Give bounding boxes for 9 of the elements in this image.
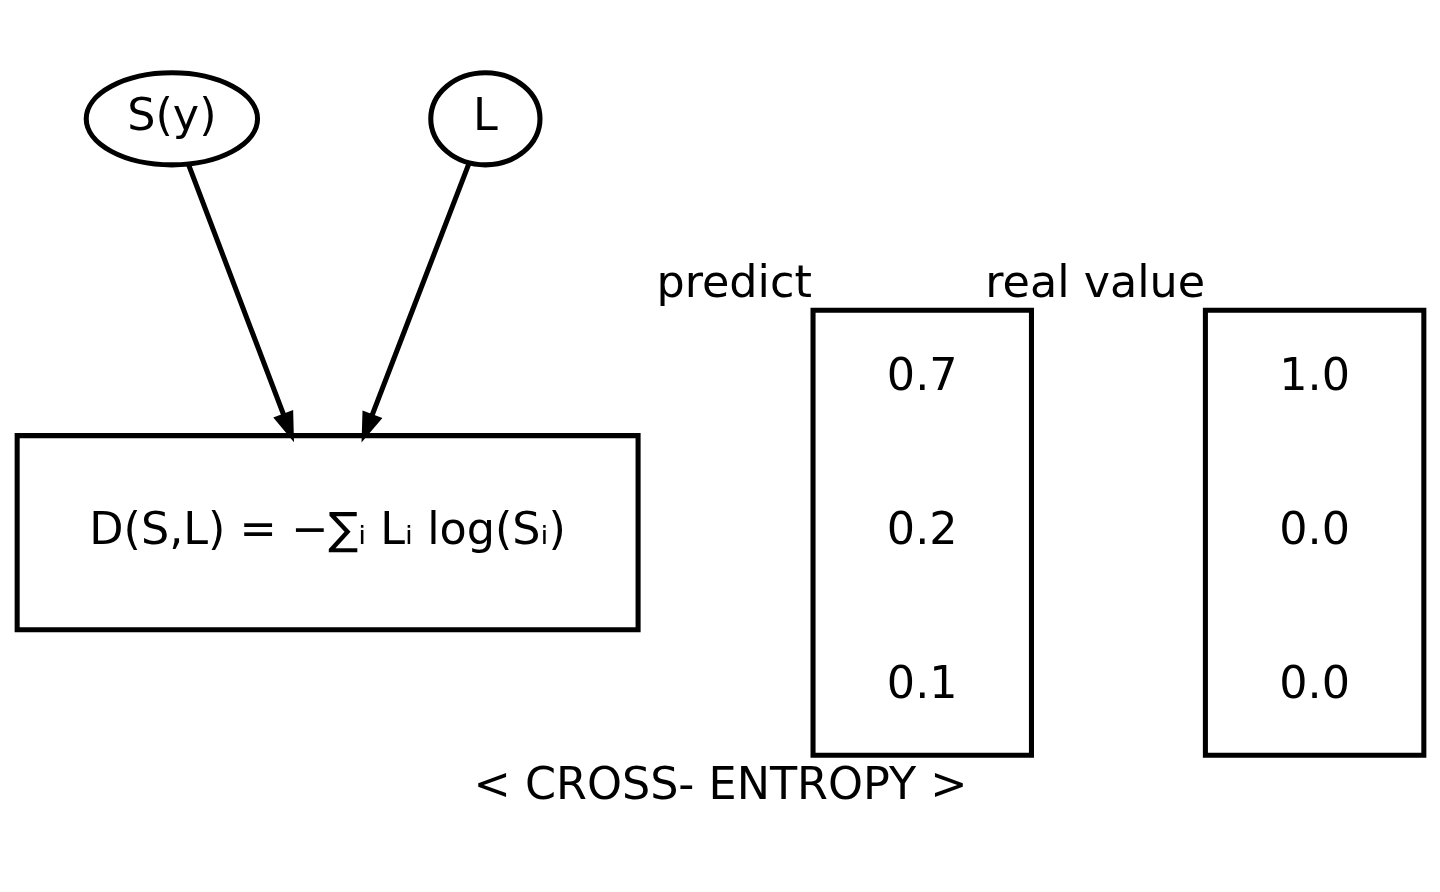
node-box: 1.0 0.0 0.0 (1202, 307, 1426, 758)
node-ellipse: S(y) (83, 69, 260, 167)
arrow (361, 161, 471, 443)
node-box: 0.7 0.2 0.1 (810, 307, 1034, 758)
node-label: predict (655, 255, 812, 307)
caption: < CROSS- ENTROPY > (473, 757, 967, 809)
node-label: real value (984, 255, 1205, 307)
node-box: D(S,L) = −∑ᵢ Lᵢ log(Sᵢ) (14, 432, 641, 632)
node-ellipse: L (427, 69, 542, 167)
